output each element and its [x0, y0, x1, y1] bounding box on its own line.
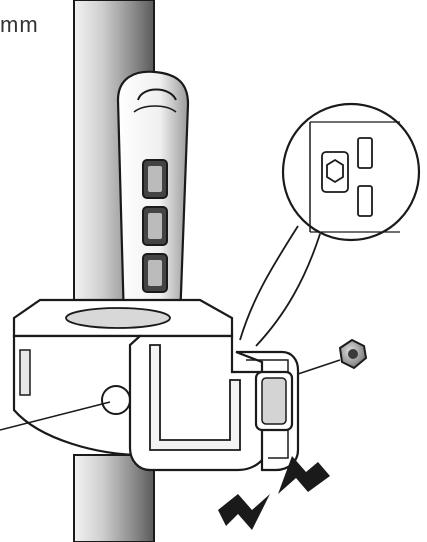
hex-nut — [297, 338, 368, 375]
magnified-detail-circle — [239, 102, 421, 347]
callout-leader-line — [0, 401, 111, 431]
compression-arrows — [218, 456, 330, 530]
tightening-knob — [254, 370, 294, 432]
dimension-unit-label: mm — [0, 12, 39, 37]
slotted-handle — [116, 70, 190, 324]
